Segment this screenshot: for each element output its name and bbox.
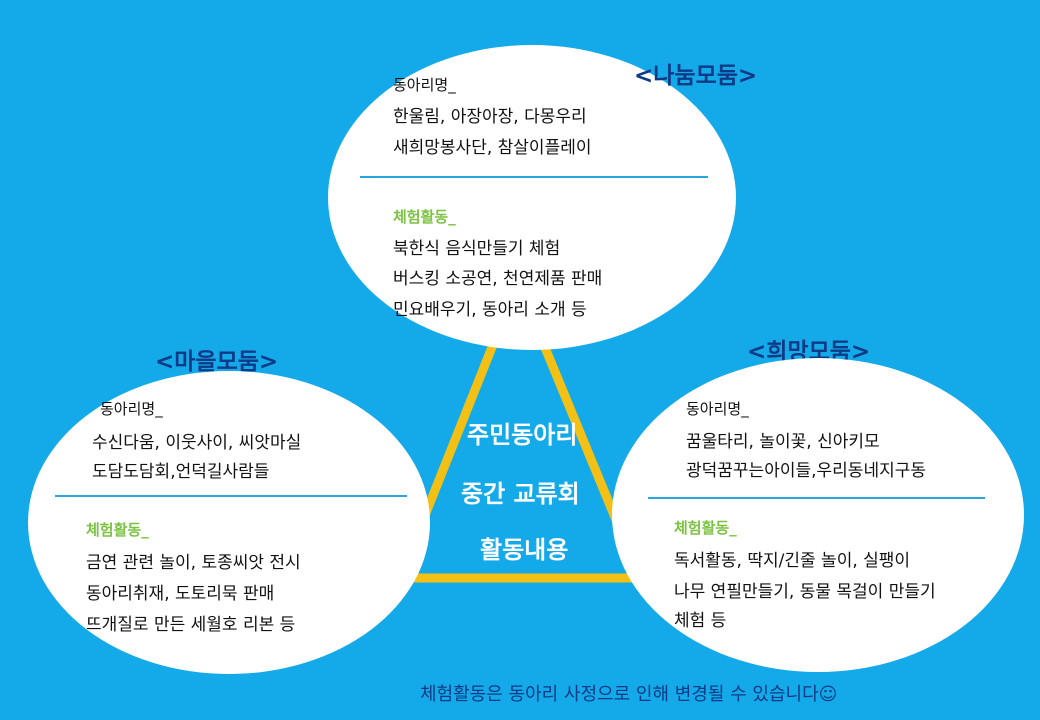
maeul-circle <box>28 371 430 674</box>
nanum-club-line-1: 한울림, 아장아장, 다몽우리 <box>393 107 587 127</box>
nanum-activity-line-3: 민요배우기, 동아리 소개 등 <box>393 300 587 320</box>
maeul-club-line-2: 도담도담회,언덕길사람들 <box>92 462 270 482</box>
huimang-activity-line-3: 체험 등 <box>674 611 727 631</box>
maeul-activity-line-3: 뜨개질로 만든 세월호 리본 등 <box>86 615 296 635</box>
nanum-activity-label: 체험활동_ <box>393 208 456 226</box>
nanum-divider <box>360 176 708 178</box>
maeul-title: <마을모둠> <box>155 349 279 375</box>
maeul-activity-line-2: 동아리취재, 도토리묵 판매 <box>86 584 275 604</box>
huimang-club-label: 동아리명_ <box>686 400 749 418</box>
maeul-activity-line-1: 금연 관련 놀이, 토종씨앗 전시 <box>86 553 301 573</box>
nanum-title: <나눔모둠> <box>634 63 758 89</box>
huimang-activity-label: 체험활동_ <box>674 519 737 537</box>
maeul-activity-label: 체험활동_ <box>86 521 149 539</box>
center-line-2: 중간 교류회 <box>461 480 580 508</box>
huimang-activity-line-1: 독서활동, 딱지/긴줄 놀이, 실팽이 <box>674 551 911 571</box>
huimang-club-line-1: 꿈울타리, 놀이꽃, 신아키모 <box>686 432 880 452</box>
huimang-activity-line-2: 나무 연필만들기, 동물 목걸이 만들기 <box>674 582 936 602</box>
huimang-club-line-2: 광덕꿈꾸는아이들,우리동네지구동 <box>686 461 927 481</box>
center-line-1: 주민동아리 <box>467 421 578 449</box>
huimang-circle <box>612 358 1024 672</box>
triangle-outline <box>393 270 647 583</box>
maeul-divider <box>55 495 407 497</box>
nanum-club-line-2: 새희망봉사단, 참살이플레이 <box>393 138 592 158</box>
nanum-club-label: 동아리명_ <box>393 76 456 94</box>
footer-note: 체험활동은 동아리 사정으로 인해 변경될 수 있습니다☺ <box>420 684 838 705</box>
maeul-club-label: 동아리명_ <box>100 400 163 418</box>
nanum-activity-line-2: 버스킹 소공연, 천연제품 판매 <box>393 269 603 289</box>
nanum-circle <box>328 45 736 350</box>
huimang-divider <box>648 497 985 499</box>
center-line-3: 활동내용 <box>480 536 569 564</box>
nanum-activity-line-1: 북한식 음식만들기 체험 <box>393 239 561 259</box>
maeul-club-line-1: 수신다움, 이웃사이, 씨앗마실 <box>92 433 302 453</box>
